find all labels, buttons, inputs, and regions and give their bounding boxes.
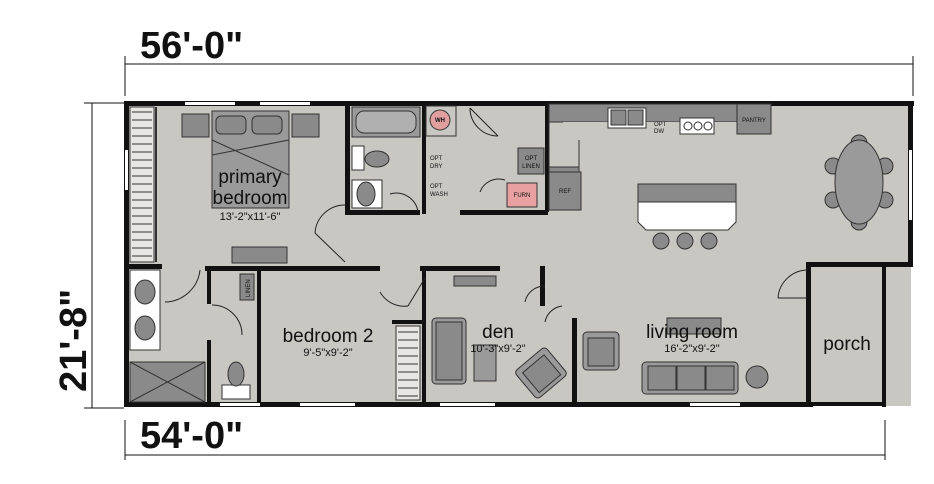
furnace-icon (506, 182, 538, 208)
porch: porch (810, 267, 886, 407)
water-heater-icon (429, 109, 451, 131)
side-depth-label: 21'-8" (53, 289, 95, 392)
bath2-fixtures: LINEN (129, 269, 255, 403)
furn-label: FURN (514, 193, 531, 199)
opt-dry-label-1: OPT (430, 156, 443, 162)
primary-bed (181, 110, 320, 264)
opt-dw-label-2: DW (654, 129, 664, 135)
front-door (777, 269, 809, 299)
opt-dw-label-1: OPT (654, 122, 667, 128)
primary-bedroom-name-1: primary (218, 167, 282, 188)
kitchen: PANTRY OPT DW REF (548, 103, 772, 250)
living-room-size: 16'-2"x9'-2" (664, 343, 720, 355)
den-label: den 10'-3"x9'-2" (470, 322, 526, 355)
wh-label: WH (435, 118, 445, 124)
opt-wash-label-1: OPT (430, 184, 443, 190)
porch-name: porch (823, 334, 871, 355)
bedroom2-closet (395, 325, 421, 401)
primary-bedroom-door (314, 204, 346, 263)
dining-table (824, 134, 894, 231)
bedroom2-label: bedroom 2 9'-5"x9'-2" (283, 326, 374, 359)
primary-bath-fixtures (351, 106, 421, 213)
opt-wash-label-2: WASH (430, 192, 448, 198)
top-width-label: 56'-0" (140, 25, 243, 67)
bottom-width-label: 54'-0" (140, 415, 243, 457)
opt-linen-label-2: LINEN (522, 164, 540, 170)
primary-bedroom-size: 13'-2"x11'-6" (220, 211, 281, 223)
living-room-name: living room (646, 322, 738, 343)
laundry-area: WH OPT DRY OPT WASH (425, 105, 506, 198)
primary-bedroom-name-2: bedroom (213, 188, 288, 209)
den-size: 10'-3"x9'-2" (470, 343, 526, 355)
linen-furnace-closet: OPT LINEN FURN (506, 147, 545, 208)
top-dimension: 56'-0" (124, 25, 914, 96)
opt-dry-label-2: DRY (430, 164, 443, 170)
primary-closet (129, 106, 157, 263)
bedroom2-name: bedroom 2 (283, 326, 374, 347)
living-room-label: living room 16'-2"x9'-2" (646, 322, 738, 355)
living-room-furniture (582, 317, 769, 395)
porch-floor (810, 267, 885, 406)
primary-bedroom-label: primary bedroom 13'-2"x11'-6" (213, 167, 288, 223)
linen-label: LINEN (246, 279, 252, 297)
bedroom2-door (379, 277, 426, 307)
bottom-dimension: 54'-0" (124, 415, 886, 460)
den-name: den (482, 322, 514, 343)
windows (125, 102, 912, 406)
den-furniture (431, 275, 567, 399)
ref-label: REF (559, 189, 571, 195)
opt-linen-label-1: OPT (525, 156, 538, 162)
side-dimension: 21'-8" (53, 102, 124, 409)
pantry-label: PANTRY (742, 118, 766, 124)
bedroom2-size: 9'-5"x9'-2" (303, 347, 352, 359)
